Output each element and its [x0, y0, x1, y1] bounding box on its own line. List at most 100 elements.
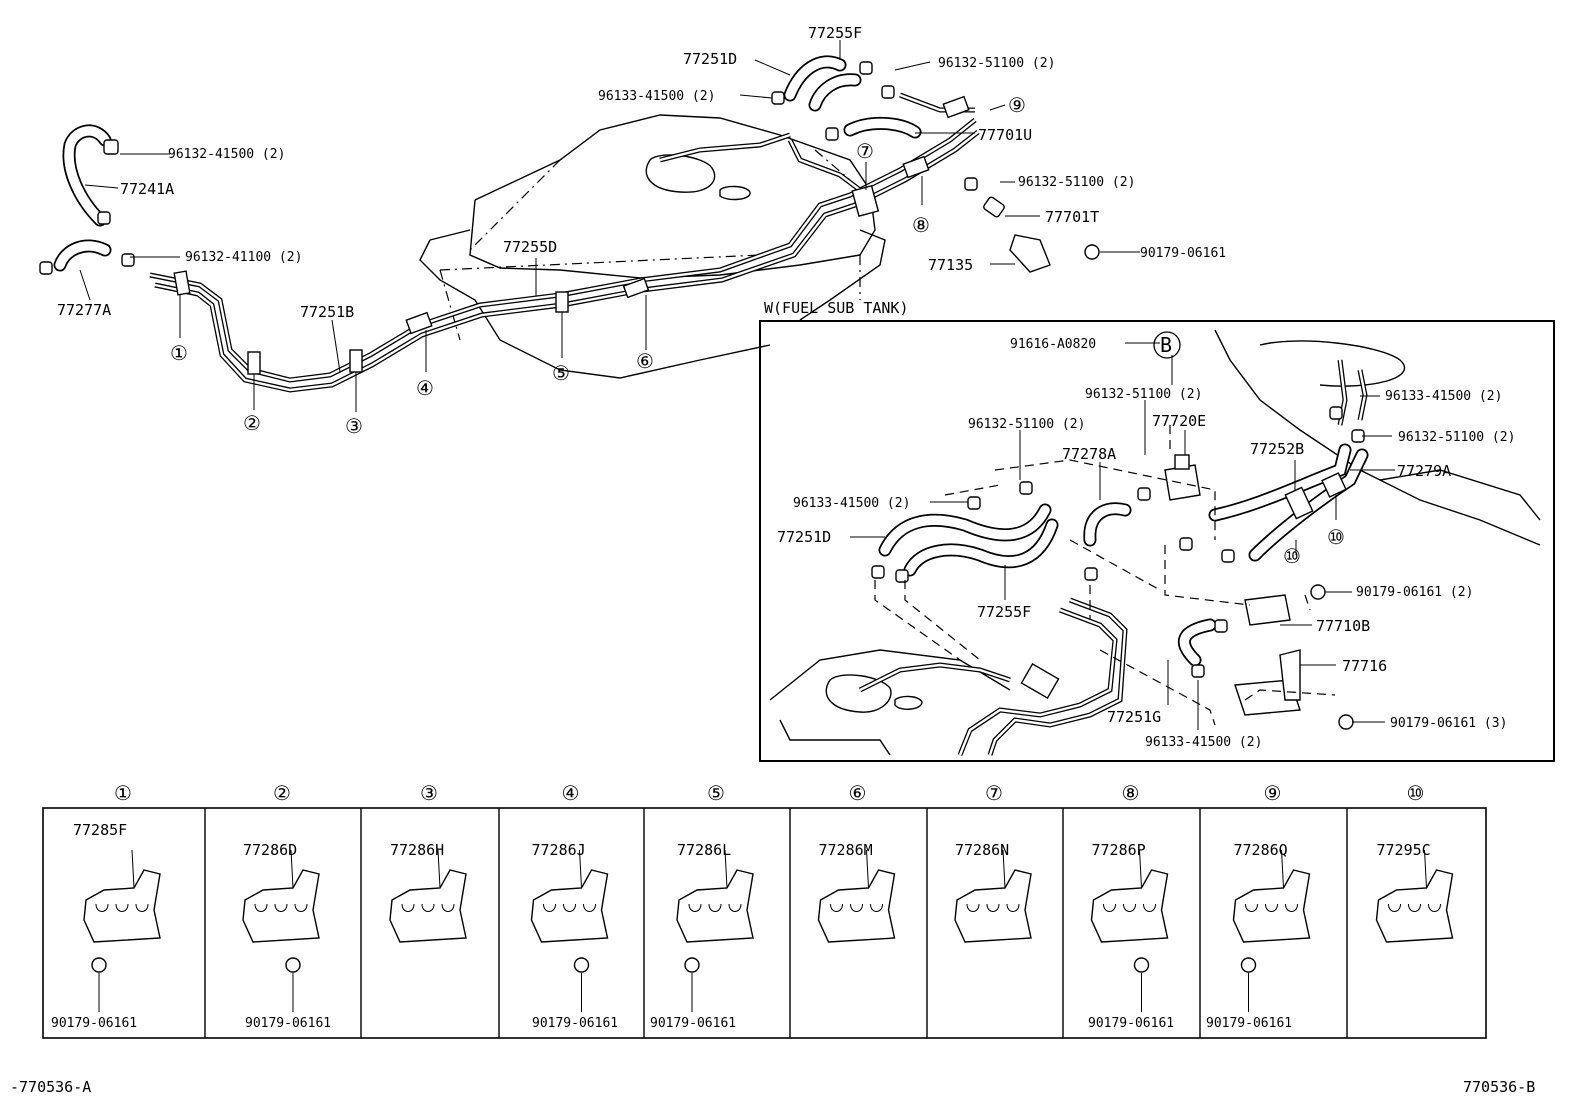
label-90179-06161-2: 90179-06161 (2) [1356, 585, 1473, 600]
clamp-part-9: 77286Q [1234, 841, 1288, 859]
label-77255F: 77255F [808, 24, 862, 42]
clamp-part-5: 77286L [677, 841, 731, 859]
fuel-sub-tank-inset: W(FUEL SUB TANK) [759, 299, 1555, 762]
clamp-shape-5 [676, 869, 754, 943]
clamp-cell-4: ④ 77286J 90179-06161 [530, 781, 618, 1031]
clamp-number-1: ① [114, 781, 132, 805]
label-77277A: 77277A [57, 301, 111, 319]
clamp-shape-6 [817, 869, 896, 943]
bolt-icon-4 [573, 957, 590, 973]
corner-ref-left: -770536-A [10, 1078, 91, 1096]
clamp-shape-4 [530, 869, 609, 943]
main-leaders [79, 40, 1140, 412]
clamp-number-10: ⑩ [1407, 781, 1425, 805]
clamp-bolt-9: 90179-06161 [1206, 1016, 1292, 1031]
clamp-number-9: ⑨ [1264, 781, 1282, 805]
label-90179-06161-3: 90179-06161 (3) [1390, 716, 1507, 731]
label-77255D: 77255D [503, 238, 557, 256]
callout-3: ③ [345, 414, 363, 438]
callout-9: ⑨ [1008, 93, 1026, 117]
clamp-bolt-4: 90179-06161 [532, 1016, 618, 1031]
clamp-number-6: ⑥ [849, 781, 867, 805]
clamp-shape-9 [1232, 869, 1311, 943]
corner-ref-right: 770536-B [1463, 1078, 1535, 1096]
bolt-icon-9 [1240, 957, 1257, 973]
clamp-shape-8 [1090, 869, 1169, 943]
bolt-icon-1 [91, 957, 107, 973]
clamp-bolt-1: 90179-06161 [51, 1016, 137, 1031]
label-96133-41500-b: 96133-41500 (2) [1145, 735, 1262, 750]
clamp-cell-1: ① 77285F 90179-06161 [51, 781, 161, 1031]
label-96132-41500: 96132-41500 (2) [168, 147, 285, 162]
label-77252B: 77252B [1250, 440, 1304, 458]
clamp-part-1: 77285F [73, 821, 127, 839]
clamp-bolt-2: 90179-06161 [245, 1016, 331, 1031]
main-clips [39, 61, 1100, 275]
callout-10-b: ⑩ [1283, 544, 1301, 568]
main-labels: 77255F 77251D 96132-51100 (2) 96133-4150… [57, 24, 1226, 321]
callout-10-a: ⑩ [1327, 525, 1345, 549]
clamp-shape-1 [83, 869, 161, 943]
callout-B-circle [1153, 331, 1181, 359]
label-77255F-inset: 77255F [977, 603, 1031, 621]
bolt-icon-5 [684, 957, 700, 973]
subtank-label: W(FUEL SUB TANK) [764, 299, 909, 317]
clamp-number-5: ⑤ [707, 781, 725, 805]
callout-4: ④ [416, 376, 434, 400]
clamp-shape-3 [389, 869, 467, 943]
clamp-bolt-8: 90179-06161 [1088, 1016, 1174, 1031]
label-77701T: 77701T [1045, 208, 1099, 226]
label-77279A: 77279A [1397, 462, 1451, 480]
callout-7: ⑦ [856, 139, 874, 163]
clamp-cell-8: ⑧ 77286P 90179-06161 [1088, 781, 1174, 1031]
label-96132-51100-top: 96132-51100 (2) [938, 56, 1055, 71]
label-77251G: 77251G [1107, 708, 1161, 726]
clamp-table: ①77285F90179-06161②77286D90179-06161③772… [42, 781, 1487, 1039]
label-96133-41500-a: 96133-41500 (2) [793, 496, 910, 511]
label-77710B: 77710B [1316, 617, 1370, 635]
label-77251B: 77251B [300, 303, 354, 321]
label-96132-51100-mid: 96132-51100 (2) [1018, 175, 1135, 190]
clamp-number-7: ⑦ [985, 781, 1003, 805]
label-90179-06161-main: 90179-06161 [1140, 246, 1226, 261]
label-77135: 77135 [928, 256, 973, 274]
clamp-shape-7 [954, 869, 1032, 943]
clamp-bolt-5: 90179-06161 [650, 1016, 736, 1031]
label-77701U: 77701U [978, 126, 1032, 144]
label-77720E: 77720E [1152, 412, 1206, 430]
clamp-part-10: 77295C [1377, 841, 1431, 859]
clamp-number-8: ⑧ [1122, 781, 1140, 805]
clamp-shape-2 [242, 869, 320, 943]
clamp-cell-5: ⑤ 77286L 90179-06161 [650, 781, 754, 1031]
fuel-tank-drawing [419, 114, 886, 379]
clamp-part-7: 77286N [955, 841, 1009, 859]
clamp-cell-9: ⑨ 77286Q 90179-06161 [1206, 781, 1311, 1031]
clamp-number-2: ② [273, 781, 291, 805]
label-96133-41500-top: 96133-41500 (2) [598, 89, 715, 104]
label-96132-51100-c: 96132-51100 (2) [1398, 430, 1515, 445]
clamp-part-4: 77286J [532, 841, 586, 859]
label-91616-A0820: 91616-A0820 [1010, 337, 1096, 352]
callout-B: B [1160, 333, 1172, 357]
label-77241A: 77241A [120, 180, 174, 198]
label-96132-41100: 96132-41100 (2) [185, 250, 302, 265]
callout-1: ① [170, 341, 188, 365]
fuel-line-bundle [149, 92, 980, 393]
clamp-cell-6: ⑥ 77286M [817, 781, 896, 943]
clamp-cell-10: ⑩ 77295C [1375, 781, 1454, 943]
clamp-cell-7: ⑦ 77286N [954, 781, 1032, 943]
clamp-part-3: 77286H [390, 841, 444, 859]
label-77278A: 77278A [1062, 445, 1116, 463]
callout-2: ② [243, 411, 261, 435]
label-77251D-inset: 77251D [777, 528, 831, 546]
main-callouts: ① ② ③ ④ ⑤ ⑥ ⑦ ⑧ ⑨ [170, 93, 1026, 438]
clamp-part-6: 77286M [819, 841, 873, 859]
label-77251D: 77251D [683, 50, 737, 68]
callout-6: ⑥ [636, 349, 654, 373]
clamp-part-8: 77286P [1092, 841, 1146, 859]
clamp-number-4: ④ [562, 781, 580, 805]
label-96132-51100-b: 96132-51100 (2) [968, 417, 1085, 432]
